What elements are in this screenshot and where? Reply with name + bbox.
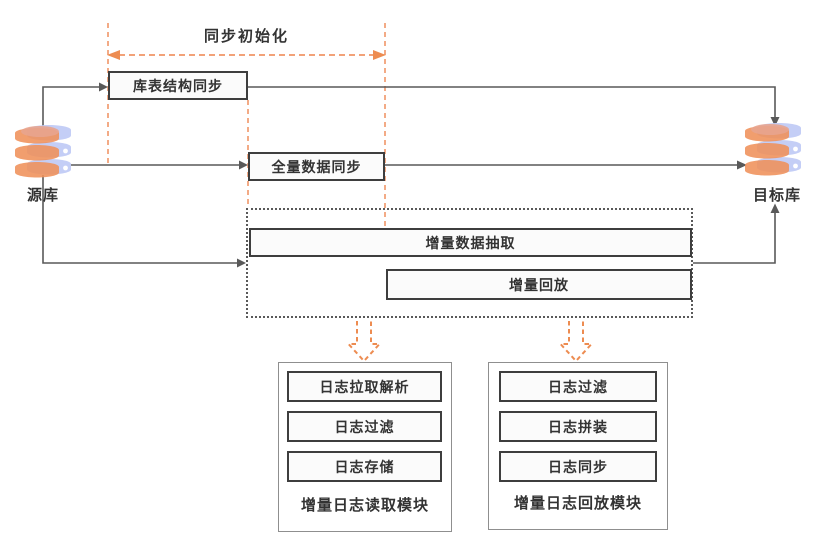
replay-module-label: 增量日志回放模块 [513,495,642,512]
incremental-log-reader-module [278,362,452,532]
replay-to-replay-module-arrow [558,321,594,363]
reader-module-step: 日志拉取解析 [287,371,442,402]
incremental-extract-step: 增量数据抽取 [249,228,692,257]
reader-module-label: 增量日志读取模块 [300,497,429,514]
reader-module-step: 日志过滤 [287,411,442,442]
source-database-icon [15,125,71,178]
incremental-replay-step: 增量回放 [386,269,692,300]
source-db-label: 源库 [26,187,59,204]
target-database-icon [745,123,801,176]
flow-connectors [42,86,776,264]
replay-module-step: 日志过滤 [499,371,657,402]
incremental-sync-group [246,208,693,318]
replay-module-step: 日志拼装 [499,411,657,442]
full-sync-step: 全量数据同步 [248,152,385,181]
extract-to-reader-module-arrow [346,321,382,363]
schema-sync-step: 库表结构同步 [108,71,248,100]
sync-init-range-arrow [107,50,386,60]
phase-boundary-dashed-lines [107,23,386,227]
target-db-label: 目标库 [752,187,801,204]
phase-title: 同步初始化 [203,28,289,45]
flow-arrowheads [99,82,780,268]
incremental-log-replay-module [488,362,668,530]
reader-module-step: 日志存储 [287,451,442,482]
replay-module-step: 日志同步 [499,451,657,482]
